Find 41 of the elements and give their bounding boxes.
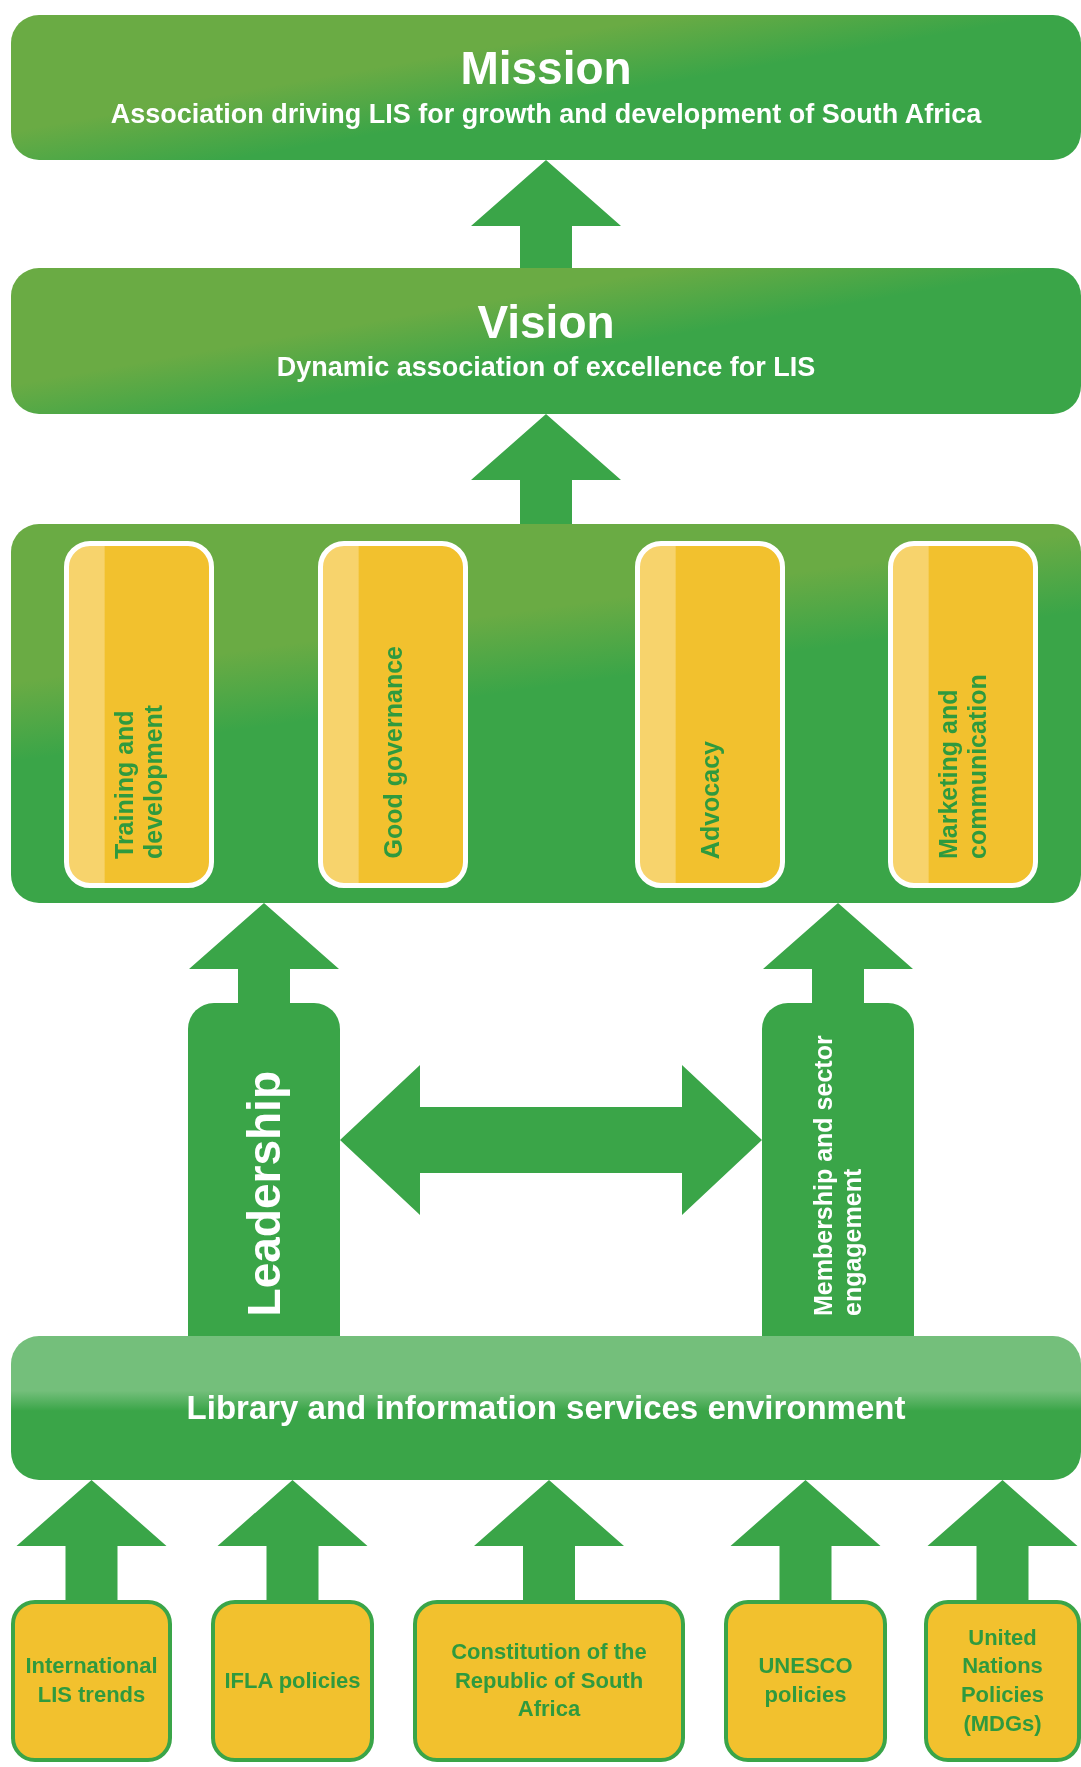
statement: Association driving LIS for growth and development of South Africa: [109, 97, 983, 131]
goal-label: Good governance: [378, 646, 408, 859]
arrow: [189, 903, 339, 1003]
arrow: [763, 903, 913, 1003]
goal-label: Training and development: [110, 703, 168, 859]
statement: Dynamic association of excellence for LIS: [275, 351, 817, 385]
arrow: [471, 414, 621, 524]
arrow: [471, 160, 621, 268]
source-label: IFLA policies: [224, 1666, 361, 1695]
goal-card: [318, 541, 468, 888]
pillar-label: Leadership: [237, 1070, 291, 1316]
source-box: [724, 1600, 887, 1762]
source-label: United Nations Policies (MDGs): [959, 1623, 1046, 1738]
band-label: Library and information services environment: [186, 1388, 906, 1429]
arrow: [927, 1480, 1078, 1600]
heading: Vision: [477, 296, 615, 348]
source-label: UNESCO policies: [757, 1652, 854, 1709]
banner: [11, 15, 1081, 160]
goal-label: Marketing and communication: [934, 673, 992, 859]
arrow: [217, 1480, 368, 1600]
goal-label: Advocacy: [695, 740, 725, 859]
source-box: [211, 1600, 374, 1762]
arrow: [16, 1480, 167, 1600]
banner: [11, 268, 1081, 414]
source-box: [413, 1600, 685, 1762]
pillar: [188, 1003, 340, 1336]
source-label: International LIS trends: [24, 1652, 159, 1709]
pillar-label: Membership and sector engagement: [809, 1034, 867, 1316]
goal-card: [888, 541, 1038, 888]
source-label: Constitution of the Republic of South Africa: [450, 1638, 648, 1724]
heading: Mission: [460, 43, 632, 94]
source-box: [11, 1600, 172, 1762]
arrow: [474, 1480, 624, 1600]
source-box: [924, 1600, 1081, 1762]
arrow: [340, 1065, 762, 1215]
arrow: [730, 1480, 881, 1600]
environment-band: [11, 1336, 1081, 1480]
goal-panel: [11, 524, 1081, 903]
pillar: [762, 1003, 914, 1336]
goal-card: [635, 541, 785, 888]
goal-card: [64, 541, 214, 888]
